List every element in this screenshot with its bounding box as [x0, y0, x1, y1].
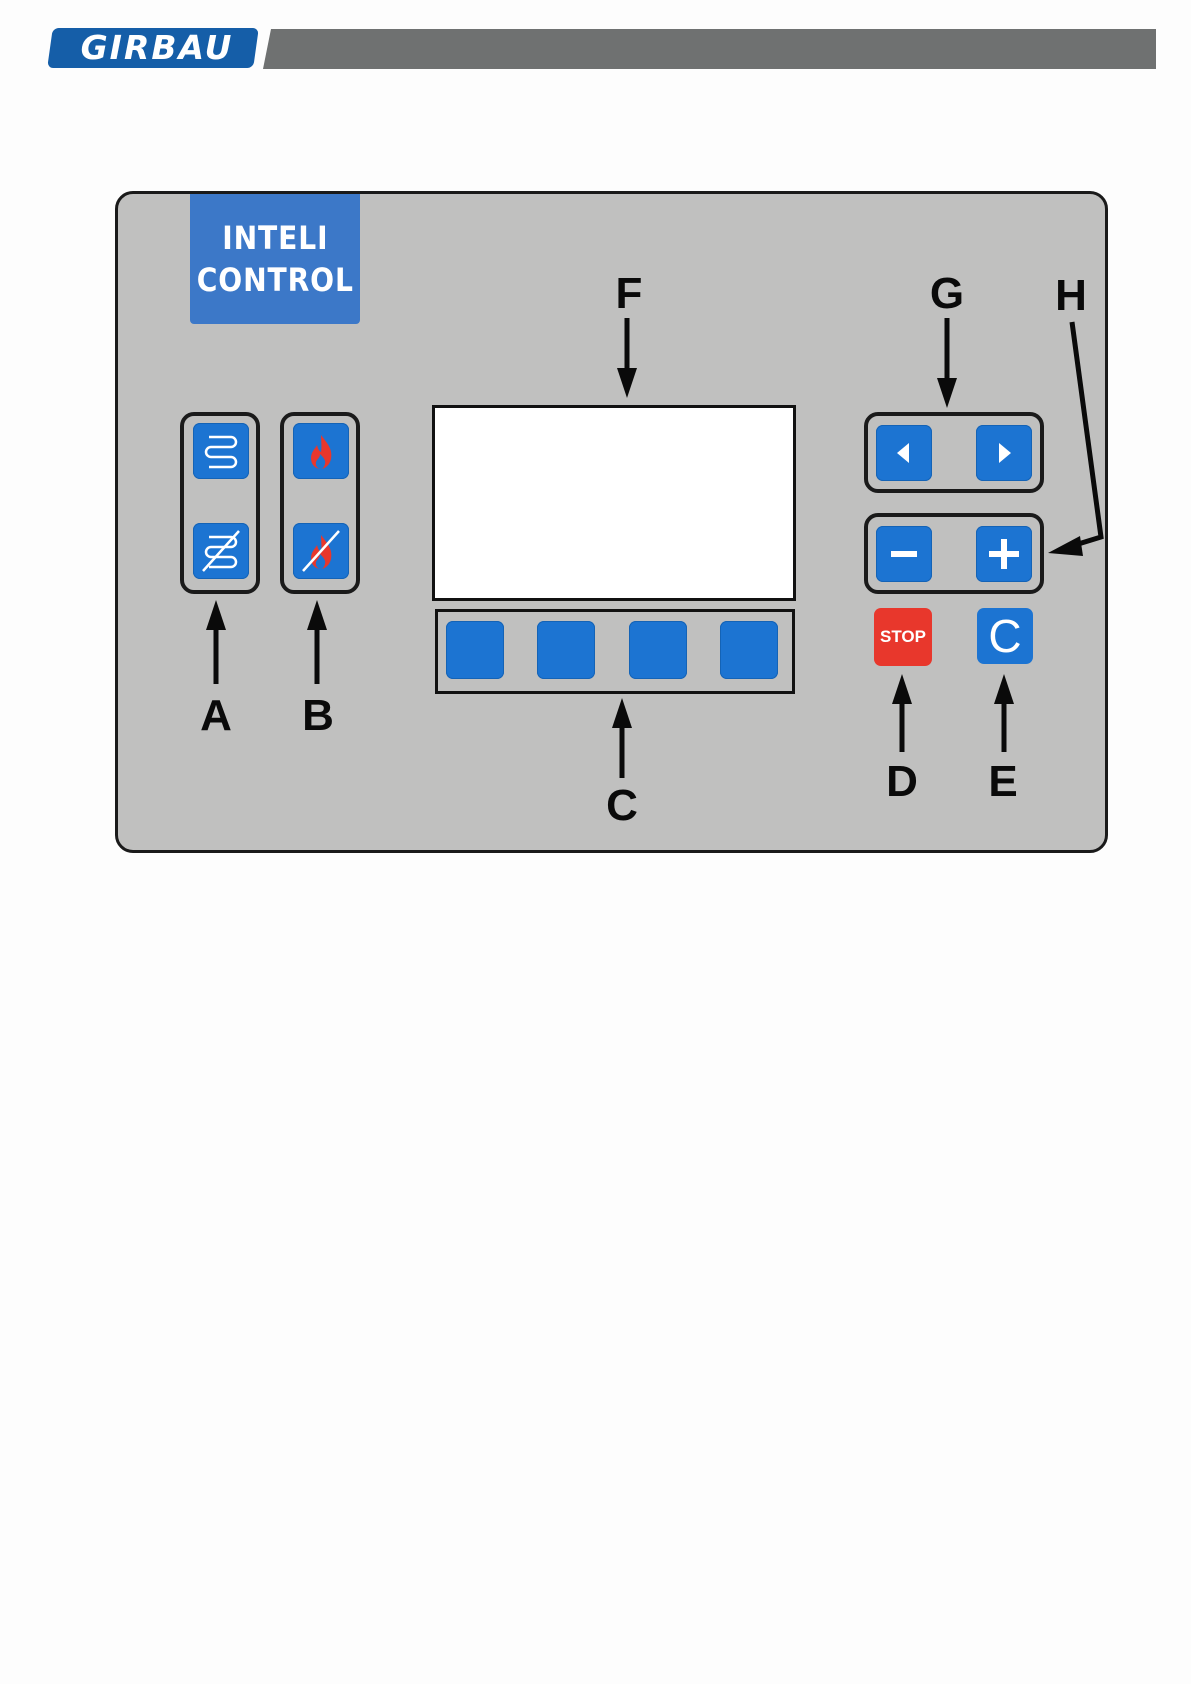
- callout-g: G: [917, 270, 977, 318]
- callout-h: H: [1041, 272, 1101, 320]
- callout-e: E: [973, 758, 1033, 806]
- callout-f: F: [599, 270, 659, 318]
- callout-a: A: [186, 692, 246, 740]
- callout-c: C: [592, 782, 652, 830]
- callout-b: B: [288, 692, 348, 740]
- callout-d: D: [872, 758, 932, 806]
